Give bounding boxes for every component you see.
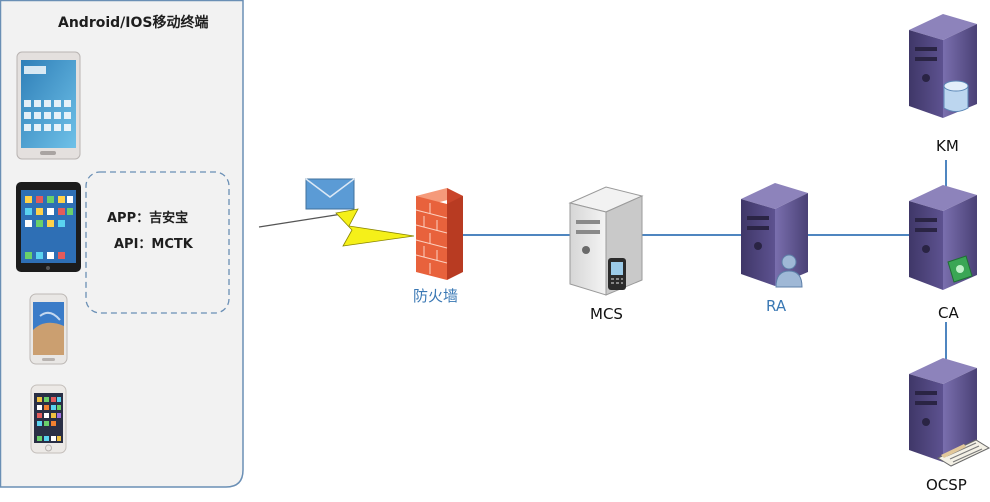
- user-badge-icon: [775, 254, 803, 288]
- ra-server-icon: [741, 183, 808, 288]
- km-server-icon: [909, 14, 977, 118]
- ipad-icon: [16, 182, 81, 272]
- mcs-label: MCS: [590, 305, 623, 323]
- ocsp-label: OCSP: [926, 476, 967, 494]
- envelope-icon: [305, 178, 355, 210]
- app-name-label: APP：吉安宝: [107, 211, 189, 226]
- terminal-panel-title: Android/IOS移动终端: [58, 15, 209, 31]
- api-name-label: API：MCTK: [114, 237, 193, 252]
- tablet-icon: [16, 51, 81, 160]
- certificate-badge-icon: [936, 439, 990, 467]
- phone-icon: [29, 293, 68, 365]
- firewall-label: 防火墙: [413, 287, 459, 305]
- ca-label: CA: [938, 304, 959, 322]
- connections: [460, 160, 947, 360]
- ca-server-icon: [909, 185, 977, 290]
- mcs-server-icon: [568, 186, 644, 296]
- ra-label: RA: [766, 297, 787, 315]
- firewall-icon: [415, 188, 463, 280]
- database-badge-icon: [943, 80, 969, 112]
- money-badge-icon: [947, 255, 973, 283]
- ocsp-server-icon: [909, 358, 990, 467]
- lightning-icon: [258, 208, 415, 247]
- km-label: KM: [936, 137, 959, 155]
- iphone-icon: [30, 384, 67, 454]
- mobile-badge-icon: [608, 258, 626, 290]
- app-api-box: [85, 171, 230, 314]
